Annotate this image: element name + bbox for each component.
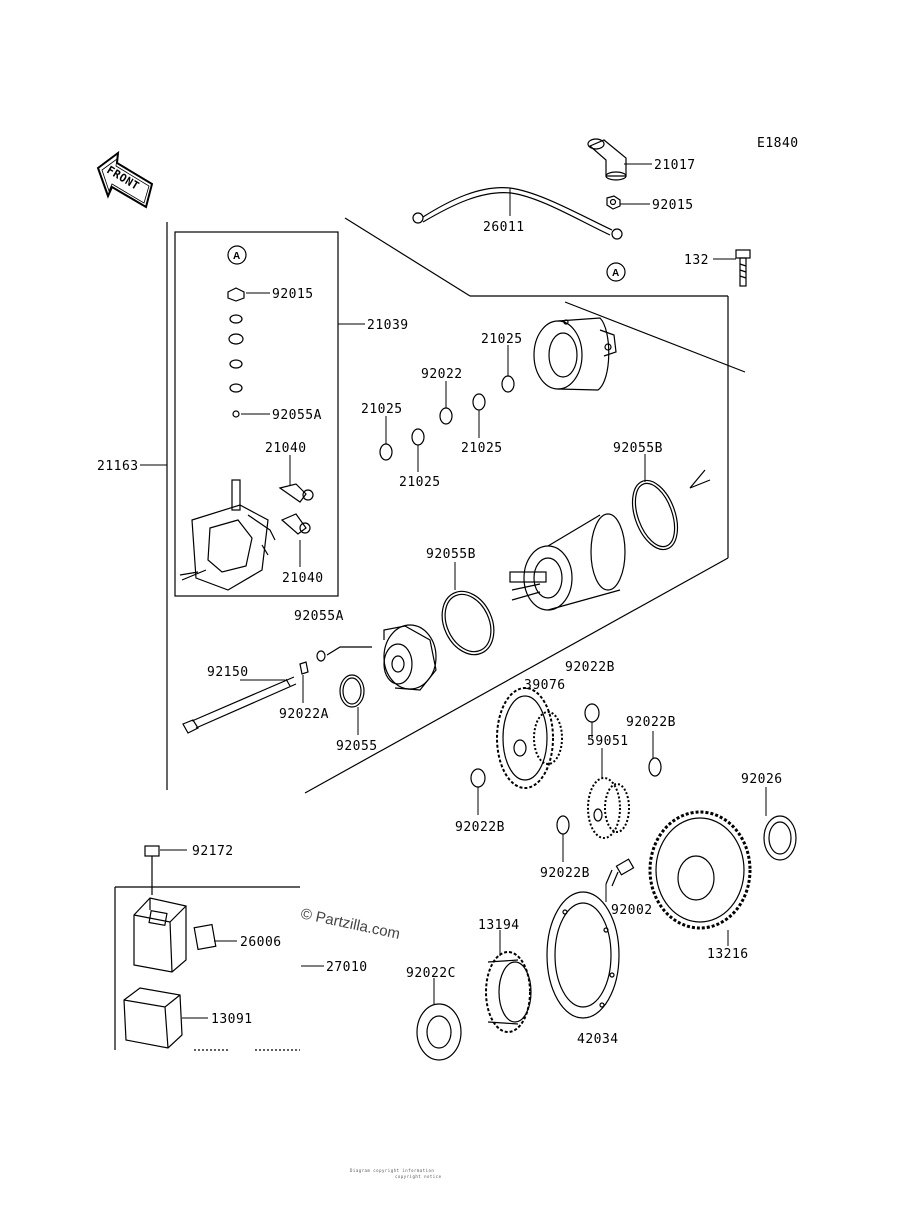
part-21163[interactable]: 21163 xyxy=(97,459,139,474)
part-21025-c[interactable]: 21025 xyxy=(461,441,503,456)
part-21025-b[interactable]: 21025 xyxy=(361,402,403,417)
part-92022c[interactable]: 92022C xyxy=(406,966,456,981)
part-92022[interactable]: 92022 xyxy=(421,367,463,382)
diagram-code: E1840 xyxy=(757,136,799,151)
part-92002[interactable]: 92002 xyxy=(611,903,653,918)
part-21025-d[interactable]: 21025 xyxy=(399,475,441,490)
watermark: © Partzilla.com xyxy=(299,905,401,943)
part-92055b-left[interactable]: 92055B xyxy=(426,547,476,562)
bolt-132 xyxy=(735,249,751,287)
part-92022b-d[interactable]: 92022B xyxy=(540,866,590,881)
end-cover xyxy=(533,317,617,391)
part-92015-brush[interactable]: 92015 xyxy=(272,287,314,302)
part-92022b-a[interactable]: 92022B xyxy=(565,660,615,675)
one-way-clutch xyxy=(485,951,532,1033)
nut-top xyxy=(606,195,621,210)
footer-line-1: Diagram copyright information xyxy=(350,1168,434,1173)
part-59051[interactable]: 59051 xyxy=(587,734,629,749)
part-92055a-mid[interactable]: 92055A xyxy=(294,609,344,624)
through-bolt xyxy=(182,676,297,734)
part-26006[interactable]: 26006 xyxy=(240,935,282,950)
reduction-gear xyxy=(496,687,563,789)
part-92022b-b[interactable]: 92022B xyxy=(626,715,676,730)
leader-lines xyxy=(140,163,767,1019)
footer-line-2: copyright notice xyxy=(395,1174,442,1179)
part-21039[interactable]: 21039 xyxy=(367,318,409,333)
front-cover xyxy=(383,624,437,691)
part-92150[interactable]: 92150 xyxy=(207,665,249,680)
part-92172[interactable]: 92172 xyxy=(192,844,234,859)
part-92055[interactable]: 92055 xyxy=(336,739,378,754)
part-13091[interactable]: 13091 xyxy=(211,1012,253,1027)
part-92022a[interactable]: 92022A xyxy=(279,707,329,722)
part-39076[interactable]: 39076 xyxy=(524,678,566,693)
part-13216[interactable]: 13216 xyxy=(707,947,749,962)
part-21040-bot[interactable]: 21040 xyxy=(282,571,324,586)
starter-clutch-gear xyxy=(648,810,752,930)
part-92055b-right[interactable]: 92055B xyxy=(613,441,663,456)
part-92055a-top[interactable]: 92055A xyxy=(272,408,322,423)
brush-assembly-frame xyxy=(174,231,339,597)
part-21025-a[interactable]: 21025 xyxy=(481,332,523,347)
motor-yoke xyxy=(509,513,626,611)
callout-a-cover: A xyxy=(612,268,620,279)
part-92015-top[interactable]: 92015 xyxy=(652,198,694,213)
frame-lines xyxy=(114,217,746,1051)
brush-holder xyxy=(179,287,276,591)
part-13194[interactable]: 13194 xyxy=(478,918,520,933)
starter-relay xyxy=(123,845,217,1049)
part-92022b-c[interactable]: 92022B xyxy=(455,820,505,835)
front-arrow-icon xyxy=(96,150,154,209)
part-27010[interactable]: 27010 xyxy=(326,960,368,975)
part-92026[interactable]: 92026 xyxy=(741,772,783,787)
terminal-cap xyxy=(587,138,627,181)
part-21017[interactable]: 21017 xyxy=(654,158,696,173)
part-42034[interactable]: 42034 xyxy=(577,1032,619,1047)
part-132[interactable]: 132 xyxy=(684,253,709,268)
callout-a-brush: A xyxy=(233,251,241,262)
idle-gear xyxy=(587,777,630,839)
part-21040-top[interactable]: 21040 xyxy=(265,441,307,456)
clutch-housing xyxy=(546,891,620,1019)
part-26011[interactable]: 26011 xyxy=(483,220,525,235)
